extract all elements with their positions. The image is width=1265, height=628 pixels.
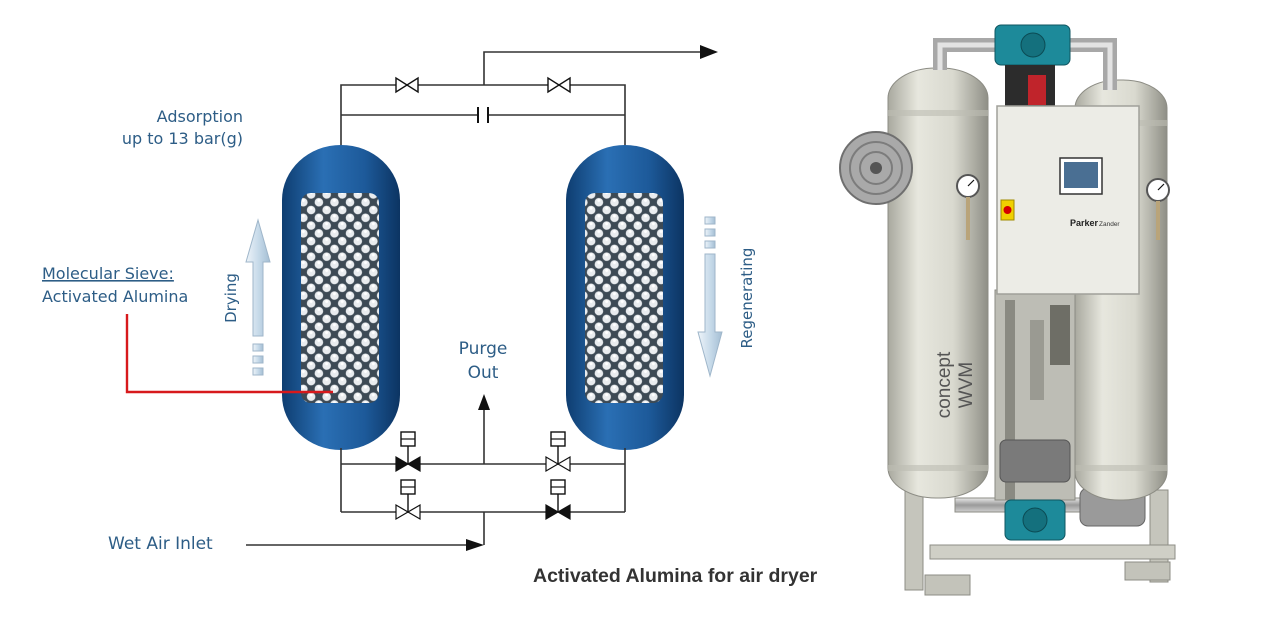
control-cabinet: Parker Zander: [996, 105, 1140, 295]
model-label-line1: concept: [934, 351, 955, 418]
vessel-regenerating: [566, 145, 684, 450]
purge-label: Purge: [459, 339, 508, 359]
valve-upper-right: [545, 431, 571, 473]
adsorption-pressure-label: up to 13 bar(g): [122, 129, 243, 148]
regenerating-label: Regenerating: [738, 248, 756, 349]
cabinet-brand-label: Parker: [1070, 218, 1099, 228]
machine-bottom-valve: [1004, 499, 1066, 541]
dryer-machine-illustration: Parker Zander concept WVM: [839, 24, 1176, 596]
check-valve-left: [395, 76, 419, 94]
process-diagram: Adsorption up to 13 bar(g) Molecular Sie…: [42, 45, 756, 554]
drying-label: Drying: [222, 273, 240, 323]
machine-top-pipes: [933, 24, 1117, 110]
check-valve-right: [547, 76, 571, 94]
pressure-gauge-left: [956, 174, 980, 240]
top-piping: [340, 51, 708, 150]
alumina-label: Activated Alumina: [42, 287, 188, 306]
purge-orifice: [477, 107, 489, 123]
model-label-line2: WVM: [956, 362, 977, 408]
bottom-piping: [246, 406, 626, 546]
outlet-arrowhead: [700, 45, 718, 59]
vessel-drying: [282, 145, 400, 450]
figure-caption: Activated Alumina for air dryer: [533, 565, 818, 587]
purge-arrowhead: [478, 394, 490, 410]
regenerating-down-arrow: [697, 216, 723, 378]
pressure-gauge-right: [1146, 178, 1170, 240]
wet-air-inlet-label: Wet Air Inlet: [108, 534, 213, 554]
valve-upper-left: [395, 431, 421, 473]
valve-lower-left: [395, 479, 421, 521]
drying-up-arrow: [245, 218, 271, 376]
inlet-arrowhead: [466, 539, 484, 551]
adsorption-label: Adsorption: [157, 107, 243, 126]
machine-fan: [839, 131, 913, 205]
purge-out-label: Out: [468, 363, 499, 383]
valve-lower-right: [545, 479, 571, 521]
sieve-pointer-line: [125, 314, 333, 394]
machine-tank-left: [887, 67, 989, 499]
cabinet-brand-sub-label: Zander: [1099, 221, 1120, 228]
sieve-label: Molecular Sieve:: [42, 264, 174, 283]
